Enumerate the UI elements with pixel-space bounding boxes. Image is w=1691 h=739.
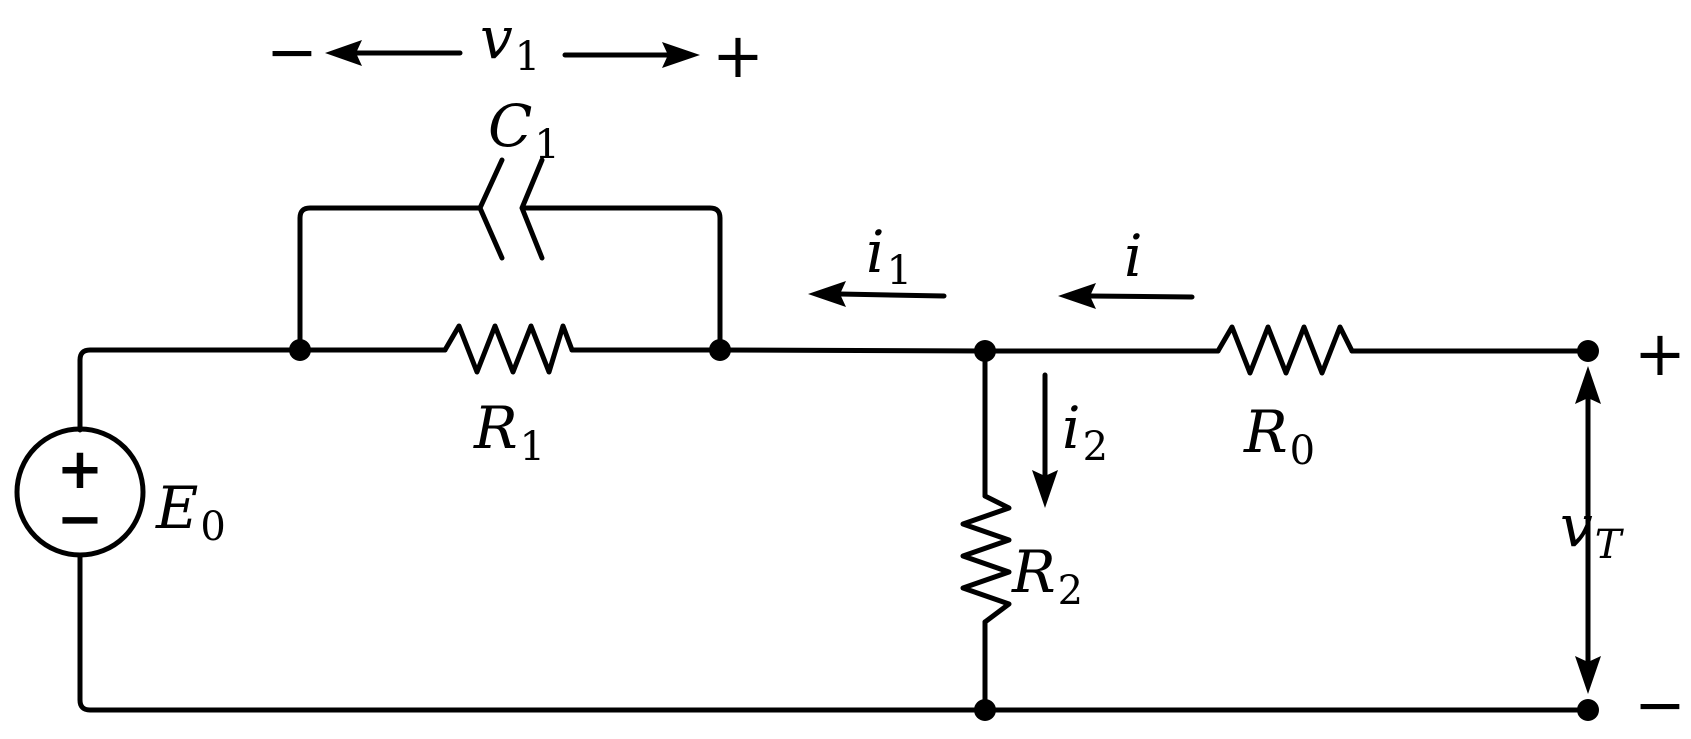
i-arrow-head bbox=[1058, 283, 1096, 309]
capacitor-c1-right-plate bbox=[519, 157, 545, 261]
resistor-r0 bbox=[1215, 324, 1355, 376]
vt-arrow-down-head bbox=[1575, 656, 1601, 694]
source-plus-sign: + bbox=[57, 437, 104, 502]
label-i2: i2 bbox=[1062, 394, 1108, 470]
nodes bbox=[289, 339, 1599, 721]
wire-top-middle bbox=[717, 347, 1221, 354]
label-v1: v1 bbox=[480, 4, 540, 80]
node-junction-bottom bbox=[974, 699, 996, 721]
v1-arrow-left-head bbox=[325, 40, 362, 66]
label-vt: vT bbox=[1560, 492, 1625, 568]
terminal-top bbox=[1577, 340, 1599, 362]
source-minus-sign: − bbox=[57, 487, 104, 552]
i1-arrow-head bbox=[808, 281, 846, 307]
label-r2: R2 bbox=[1011, 538, 1083, 614]
terminal-bottom bbox=[1577, 699, 1599, 721]
label-i1: i1 bbox=[866, 218, 912, 294]
wire-capacitor-branch-left bbox=[297, 205, 483, 353]
label-r1: R1 bbox=[473, 394, 545, 470]
node-r1-left bbox=[289, 339, 311, 361]
v1-minus-sign: − bbox=[266, 15, 318, 88]
vt-plus-sign: + bbox=[1634, 317, 1686, 390]
wire-bottom bbox=[77, 552, 1591, 713]
label-c1: C1 bbox=[488, 92, 560, 168]
v1-arrow-right-head bbox=[662, 42, 700, 68]
node-junction-top bbox=[974, 340, 996, 362]
voltage-source-e0 bbox=[14, 426, 146, 558]
i-arrow-line bbox=[1087, 293, 1195, 300]
resistor-r1 bbox=[442, 323, 575, 375]
capacitor-c1-left-plate bbox=[477, 157, 505, 261]
label-r0: R0 bbox=[1243, 398, 1315, 474]
resistor-r2 bbox=[960, 493, 1012, 625]
label-i: i bbox=[1124, 222, 1143, 290]
wire-capacitor-branch-right bbox=[523, 205, 723, 353]
vt-minus-sign: − bbox=[1634, 668, 1686, 739]
i2-arrow-head bbox=[1032, 470, 1058, 508]
node-r1-right bbox=[709, 339, 731, 361]
i1-arrow-line bbox=[837, 291, 947, 299]
v1-plus-sign: + bbox=[712, 19, 764, 92]
wires bbox=[77, 205, 1591, 713]
vt-arrow-up-head bbox=[1575, 366, 1601, 404]
label-e0: E0 bbox=[155, 474, 226, 550]
wire-source-top bbox=[77, 347, 303, 433]
